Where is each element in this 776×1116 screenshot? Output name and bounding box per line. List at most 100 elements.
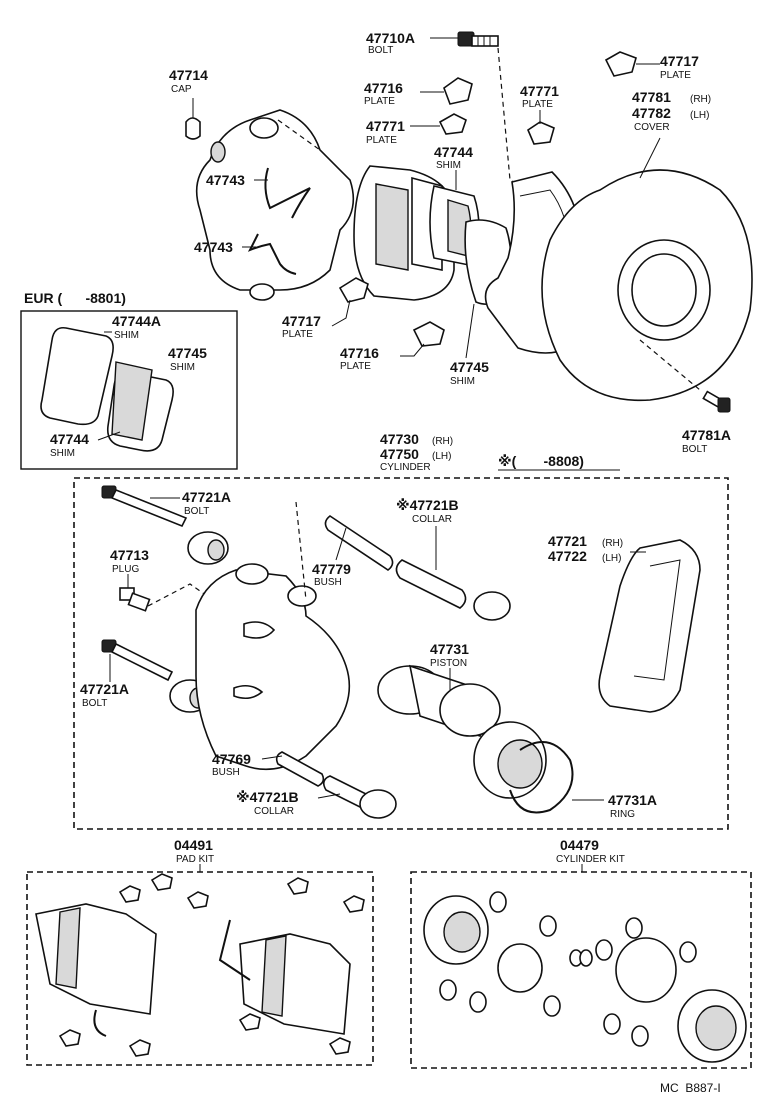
eur-option-box bbox=[20, 310, 238, 470]
label-47771-left-name: PLATE bbox=[366, 135, 397, 146]
cylinder-assembly-box bbox=[73, 477, 729, 830]
spring-47743-upper bbox=[264, 167, 311, 219]
label-cover-side-1: (RH) bbox=[690, 94, 711, 105]
label-47731a-number: 47731A bbox=[608, 792, 657, 808]
label-47744-upper-name: SHIM bbox=[436, 160, 461, 171]
bolt-47721a-upper-drawing bbox=[101, 485, 188, 528]
label-47717-lower-number: 47717 bbox=[282, 313, 321, 329]
label-47769-number: 47769 bbox=[212, 751, 251, 767]
label-47721a-lower-number: 47721A bbox=[80, 681, 129, 697]
label-mounting-number-2: 47722 bbox=[548, 548, 587, 564]
label-47710a-name: BOLT bbox=[368, 45, 393, 56]
label-47731-number: 47731 bbox=[430, 641, 469, 657]
label-47721a-upper-name: BOLT bbox=[184, 506, 209, 517]
plate-47717-upper-drawing bbox=[604, 51, 660, 77]
piston-47731-drawing bbox=[377, 664, 501, 738]
cap-47714-drawing bbox=[185, 98, 201, 140]
label-47721b-lower-number: ※47721B bbox=[236, 789, 299, 805]
label-47731-name: PISTON bbox=[430, 658, 467, 669]
pad-kit-small-plates bbox=[58, 873, 365, 1057]
mounting-47721-drawing bbox=[598, 539, 701, 713]
label-47721a-lower-name: BOLT bbox=[82, 698, 107, 709]
label-cover-number-1: 47781 bbox=[632, 89, 671, 105]
boot-upper-drawing bbox=[187, 531, 229, 565]
label-47745-upper-name: SHIM bbox=[450, 376, 475, 387]
label-47717-lower-name: PLATE bbox=[282, 329, 313, 340]
label-cylinder-number-1: 47730 bbox=[380, 431, 419, 447]
label-cylinder-name: CYLINDER bbox=[380, 462, 431, 473]
label-cover-number-2: 47782 bbox=[632, 105, 671, 121]
label-47771-right-number: 47771 bbox=[520, 83, 559, 99]
label-47744-upper-number: 47744 bbox=[434, 144, 473, 160]
label-mounting-side-2: (LH) bbox=[602, 553, 621, 564]
label-47745-eur-name: SHIM bbox=[170, 362, 195, 373]
pad-kit-pads-drawing bbox=[35, 903, 351, 1037]
label-47745-eur-number: 47745 bbox=[168, 345, 207, 361]
label-47744-eur-name: SHIM bbox=[50, 448, 75, 459]
label-47779-name: BUSH bbox=[314, 577, 342, 588]
label-47771-left-number: 47771 bbox=[366, 118, 405, 134]
label-47744a-number: 47744A bbox=[112, 313, 161, 329]
ring-47731a-drawing bbox=[509, 741, 604, 814]
cylinder-body-drawing bbox=[195, 501, 351, 771]
label-cylinder-side-1: (RH) bbox=[432, 436, 453, 447]
label-47744-eur-number: 47744 bbox=[50, 431, 89, 447]
footer-code: MC B887-I bbox=[660, 1081, 721, 1095]
plate-47717-lower-drawing bbox=[331, 277, 369, 327]
bush-47769-drawing bbox=[275, 751, 397, 819]
label-47781a-number: 47781A bbox=[682, 427, 731, 443]
label-mounting-side-1: (RH) bbox=[602, 538, 623, 549]
label-cylinder-number-2: 47750 bbox=[380, 446, 419, 462]
label-47716-lower-name: PLATE bbox=[340, 361, 371, 372]
plate-47716-lower-drawing bbox=[400, 321, 445, 357]
label-47781a-name: BOLT bbox=[682, 444, 707, 455]
label-47713-name: PLUG bbox=[112, 564, 139, 575]
disc-cover-drawing bbox=[541, 137, 753, 402]
caliper-body-top-drawing bbox=[195, 109, 355, 301]
label-47721b-upper-name: COLLAR bbox=[412, 514, 452, 525]
label-pad-kit-number: 04491 bbox=[174, 837, 213, 853]
label-47714-number: 47714 bbox=[169, 67, 208, 83]
label-47743-upper-number: 47743 bbox=[206, 172, 245, 188]
label-47743-lower-number: 47743 bbox=[194, 239, 233, 255]
plate-47771-left-drawing bbox=[410, 113, 467, 135]
label-47721b-upper-number: ※47721B bbox=[396, 497, 459, 513]
label-47717-upper-number: 47717 bbox=[660, 53, 699, 69]
label-47744a-name: SHIM bbox=[114, 330, 139, 341]
label-47716-upper-name: PLATE bbox=[364, 96, 395, 107]
plate-47716-upper-drawing bbox=[420, 77, 473, 105]
label-47745-upper-number: 47745 bbox=[450, 359, 489, 375]
spring-47743-lower bbox=[247, 233, 297, 275]
bush-47779-drawing bbox=[324, 515, 511, 621]
label-cover-side-2: (LH) bbox=[690, 110, 709, 121]
cylinder-kit-box bbox=[410, 871, 752, 1069]
label-cylinder-kit-name: CYLINDER KIT bbox=[556, 854, 625, 865]
label-47713-number: 47713 bbox=[110, 547, 149, 563]
label-47771-right-name: PLATE bbox=[522, 99, 553, 110]
label-cylinder-kit-number: 04479 bbox=[560, 837, 599, 853]
label-cover-name: COVER bbox=[634, 122, 670, 133]
label-cylinder-side-2: (LH) bbox=[432, 451, 451, 462]
label-47721b-lower-name: COLLAR bbox=[254, 806, 294, 817]
eur-shim-drawing bbox=[40, 326, 174, 452]
bolt-47781a-drawing bbox=[639, 339, 731, 413]
bolt-47710a-drawing bbox=[457, 31, 561, 206]
piston-boot-drawing bbox=[473, 721, 547, 799]
label-47769-name: BUSH bbox=[212, 767, 240, 778]
label-47716-lower-number: 47716 bbox=[340, 345, 379, 361]
bolt-47721a-lower-drawing bbox=[101, 639, 174, 682]
label-mounting-number-1: 47721 bbox=[548, 533, 587, 549]
label-47714-name: CAP bbox=[171, 84, 192, 95]
label-47716-upper-number: 47716 bbox=[364, 80, 403, 96]
plate-47771-right-drawing bbox=[527, 110, 555, 145]
label-47710a-number: 47710A bbox=[366, 30, 415, 46]
label-eur-option: EUR ( -8801) bbox=[24, 290, 126, 306]
label-47779-number: 47779 bbox=[312, 561, 351, 577]
label-47717-upper-name: PLATE bbox=[660, 70, 691, 81]
label-47721a-upper-number: 47721A bbox=[182, 489, 231, 505]
cylinder-kit-parts-drawing bbox=[423, 891, 747, 1063]
label-note-option: ※( -8808) bbox=[498, 453, 584, 469]
label-47731a-name: RING bbox=[610, 809, 635, 820]
label-pad-kit-name: PAD KIT bbox=[176, 854, 214, 865]
